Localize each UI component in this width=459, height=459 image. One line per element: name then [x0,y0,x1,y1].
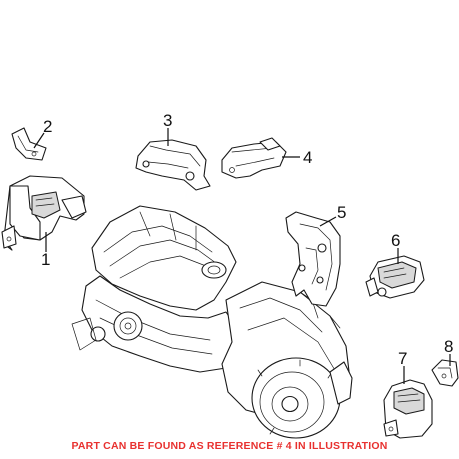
leader-2 [33,132,45,149]
callout-numbers: 1 2 3 4 5 6 7 8 [41,111,453,368]
leader-lines [33,128,451,384]
reference-note: PART CAN BE FOUND AS REFERENCE # 4 IN IL… [71,440,388,452]
callout-4: 4 [303,148,312,167]
callout-1: 1 [41,250,50,269]
callout-2: 2 [43,117,52,136]
part-8-bracket [431,359,459,387]
part-4-bracket [221,137,287,179]
callout-6: 6 [391,231,400,250]
part-1-engine-mount [1,175,87,251]
callout-8: 8 [444,337,453,356]
leader-5 [319,216,337,227]
engine-assembly [71,205,353,439]
part-7-lower-mount [383,379,433,439]
part-6-transmission-mount [365,255,425,299]
part-3-mount-bracket [135,139,211,191]
part-5-transmission-bracket [285,211,341,307]
callout-3: 3 [163,111,172,130]
part-2-bracket [11,127,47,161]
callout-5: 5 [337,203,346,222]
callout-7: 7 [398,349,407,368]
